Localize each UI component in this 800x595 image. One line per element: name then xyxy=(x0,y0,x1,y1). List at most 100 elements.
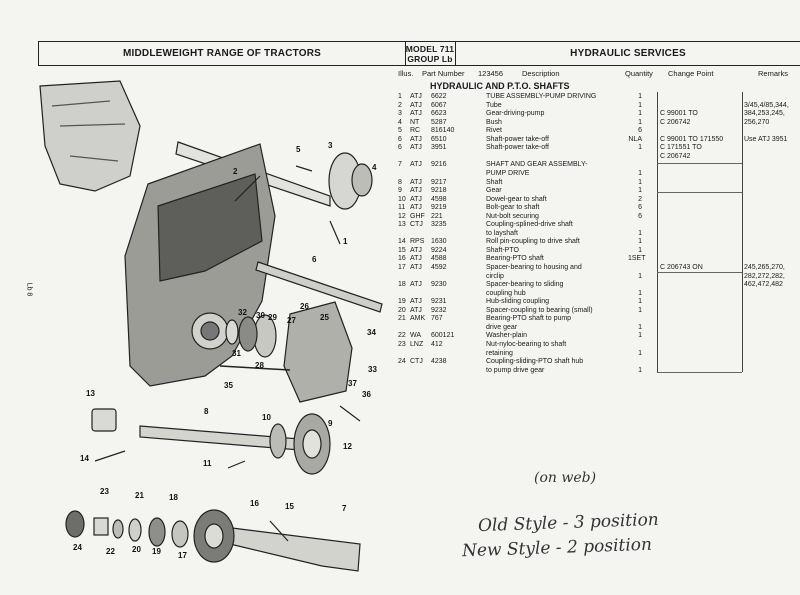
callout-11: 11 xyxy=(203,459,212,468)
callout-27: 27 xyxy=(287,316,296,325)
callout-31: 31 xyxy=(232,349,241,358)
bush xyxy=(351,163,373,197)
parts-cell-q: 2 xyxy=(638,195,642,203)
parts-cell-c: C 99001 TO xyxy=(660,110,698,118)
parts-cell-pn: 600121 xyxy=(431,332,455,340)
box-rule xyxy=(657,192,742,193)
callout-25: 25 xyxy=(320,313,329,322)
parts-cell-q: 1 xyxy=(638,306,642,314)
parts-cell-q: 1 xyxy=(638,229,642,237)
parts-cell-c: C 99001 TO 171550 xyxy=(660,135,724,143)
parts-cell-p: ATJ xyxy=(410,195,422,203)
parts-cell-d: PUMP DRIVE xyxy=(486,169,530,177)
parts-cell-d: Rivet xyxy=(486,127,502,135)
col-illus: Illus. xyxy=(398,69,414,78)
parts-cell-d: Spacer-bearing to housing and xyxy=(486,264,582,271)
parts-cell-d: Gear xyxy=(486,187,502,195)
parts-cell-p: CTJ xyxy=(410,358,423,366)
parts-cell-r: 245,265,270, xyxy=(744,264,785,271)
parts-cell-d: Dowel-gear to shaft xyxy=(486,195,547,203)
parts-cell-pn: 9230 xyxy=(431,281,447,289)
parts-cell-n: 1 xyxy=(398,93,402,100)
parts-cell-n: 11 xyxy=(398,204,406,212)
parts-cell-p: ATJ xyxy=(410,93,422,100)
col-quantity: Quantity xyxy=(625,69,653,78)
parts-cell-n: 17 xyxy=(398,264,406,271)
box-rule xyxy=(657,372,742,373)
callout-24: 24 xyxy=(73,543,82,552)
callout-2: 2 xyxy=(233,167,238,176)
parts-cell-pn: 9231 xyxy=(431,298,447,306)
callout-32: 32 xyxy=(238,308,247,317)
parts-cell-c: C 206743 ON xyxy=(660,264,703,271)
handwritten-note-web: (on web) xyxy=(534,470,597,486)
callout-6: 6 xyxy=(312,255,317,264)
parts-cell-q: 1 xyxy=(638,349,642,357)
callout-1: 1 xyxy=(343,237,348,246)
parts-cell-d: Washer-plain xyxy=(486,332,527,340)
parts-cell-pn: 9218 xyxy=(431,187,447,195)
parts-cell-d: Shaft xyxy=(486,178,503,186)
parts-cell-pn: 4592 xyxy=(431,264,447,271)
parts-cell-n: 4 xyxy=(398,118,402,126)
parts-cell-pn: 9232 xyxy=(431,306,447,314)
parts-cell-p: WA xyxy=(410,332,422,340)
parts-cell-d: TUBE ASSEMBLY-PUMP DRIVING xyxy=(486,93,597,100)
parts-cell-pn: 4588 xyxy=(431,255,447,263)
callout-33: 33 xyxy=(368,365,377,374)
parts-cell-pn: 9217 xyxy=(431,178,447,186)
box-rule xyxy=(657,272,742,273)
parts-cell-pn: 412 xyxy=(431,340,443,348)
parts-cell-q: 1 xyxy=(638,366,642,374)
parts-cell-d: Bolt-gear to shaft xyxy=(486,204,540,212)
parts-cell-n: 9 xyxy=(398,187,402,195)
parts-cell-d: drive gear xyxy=(486,323,518,331)
parts-cell-pn: 6623 xyxy=(431,110,447,118)
handwritten-note-old-style: Old Style - 3 position xyxy=(477,509,660,537)
parts-cell-n: 6 xyxy=(398,135,402,143)
parts-cell-n: 10 xyxy=(398,195,406,203)
parts-cell-q: NLA xyxy=(628,135,642,143)
callout-36: 36 xyxy=(362,390,371,399)
parts-cell-c: C 171551 TO xyxy=(660,144,702,152)
parts-cell-q: 6 xyxy=(638,204,642,212)
parts-cell-p: ATJ xyxy=(410,298,422,306)
parts-cell-pn: 5287 xyxy=(431,118,447,126)
parts-cell-q: 1 xyxy=(638,187,642,195)
parts-cell-q: 1 xyxy=(638,332,642,340)
model-label: MODEL 711 xyxy=(405,43,455,54)
pto-shaft-upper xyxy=(255,261,383,313)
parts-cell-q: 1 xyxy=(638,323,642,331)
parts-cell-n: 5 xyxy=(398,127,402,135)
parts-cell-d: Shaft-power take-off xyxy=(486,144,549,152)
callout-23: 23 xyxy=(100,487,109,496)
parts-cell-p: CTJ xyxy=(410,221,423,229)
parts-cell-n: 12 xyxy=(398,212,406,220)
parts-cell-n: 16 xyxy=(398,255,406,263)
model-group-cell: MODEL 711 GROUP Lb xyxy=(405,42,456,65)
callout-26: 26 xyxy=(300,302,309,311)
parts-cell-p: NT xyxy=(410,118,420,126)
parts-cell-r: 282,272,282, xyxy=(744,272,785,280)
parts-cell-p: ATJ xyxy=(410,110,422,118)
parts-cell-pn: 1630 xyxy=(431,238,447,246)
callout-20: 20 xyxy=(132,545,141,554)
parts-cell-n: 14 xyxy=(398,238,406,246)
parts-cell-q: 1 xyxy=(638,272,642,280)
parts-cell-p: ATJ xyxy=(410,264,422,271)
parts-cell-r: Use ATJ 3951 xyxy=(744,135,788,143)
rear-cover xyxy=(283,301,353,403)
callout-16: 16 xyxy=(250,499,259,508)
parts-cell-d: coupling hub xyxy=(486,289,526,297)
callout-3: 3 xyxy=(328,141,333,150)
parts-cell-n: 15 xyxy=(398,246,406,254)
parts-cell-pn: 3235 xyxy=(431,221,447,229)
callout-5: 5 xyxy=(296,145,301,154)
parts-cell-q: 6 xyxy=(638,212,642,220)
parts-cell-pn: 767 xyxy=(431,315,443,323)
change-point-left-rule xyxy=(657,92,658,372)
section-subtitle: HYDRAULIC AND P.T.O. SHAFTS xyxy=(430,81,570,91)
callout-30: 30 xyxy=(256,311,265,320)
parts-cell-n: 7 xyxy=(398,161,402,169)
callout-35: 35 xyxy=(224,381,233,390)
